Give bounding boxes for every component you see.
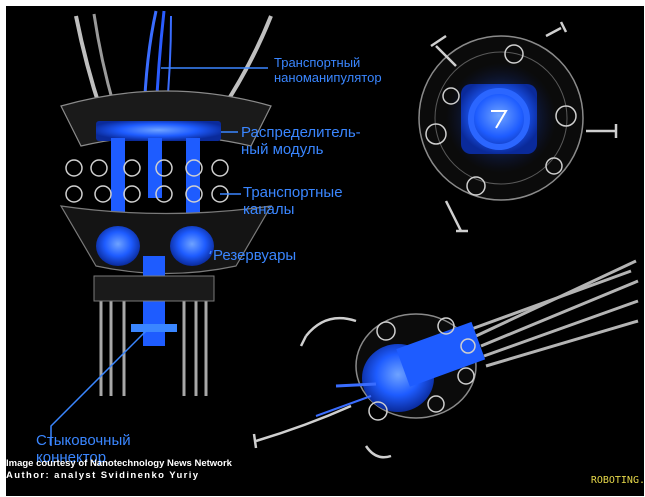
label-transport-channels: Транспортные каналы [243,184,343,219]
image-credit: Image courtesy of Nanotechnology News Ne… [6,458,232,483]
label-distribution-module-line1: Распределитель- [241,124,361,141]
label-distribution-module-line2: ный модуль [241,141,361,158]
label-transport-manipulator: Транспортный наноманипулятор [274,56,382,86]
perspective-view [254,261,638,457]
label-transport-channels-line2: каналы [243,201,343,218]
author-line: Author: analyst Svidinenko Yuriy [6,470,232,482]
reservoir-right [170,226,214,266]
transport-channel-rings [66,160,228,202]
label-transport-manipulator-line2: наноманипулятор [274,71,382,86]
label-docking-connector-line1: Стыковочный [36,432,131,449]
label-transport-channels-line1: Транспортные [243,184,343,201]
label-transport-manipulator-line1: Транспортный [274,56,382,71]
credit-line: Image courtesy of Nanotechnology News Ne… [6,458,232,470]
diagram-frame: Транспортный наноманипулятор Распределит… [6,6,644,496]
front-view [419,22,616,231]
label-distribution-module: Распределитель- ный модуль [241,124,361,159]
reservoir-left [96,226,140,266]
watermark: ROBOTING. [591,475,645,486]
label-reservoirs: Резервуары [213,247,296,264]
